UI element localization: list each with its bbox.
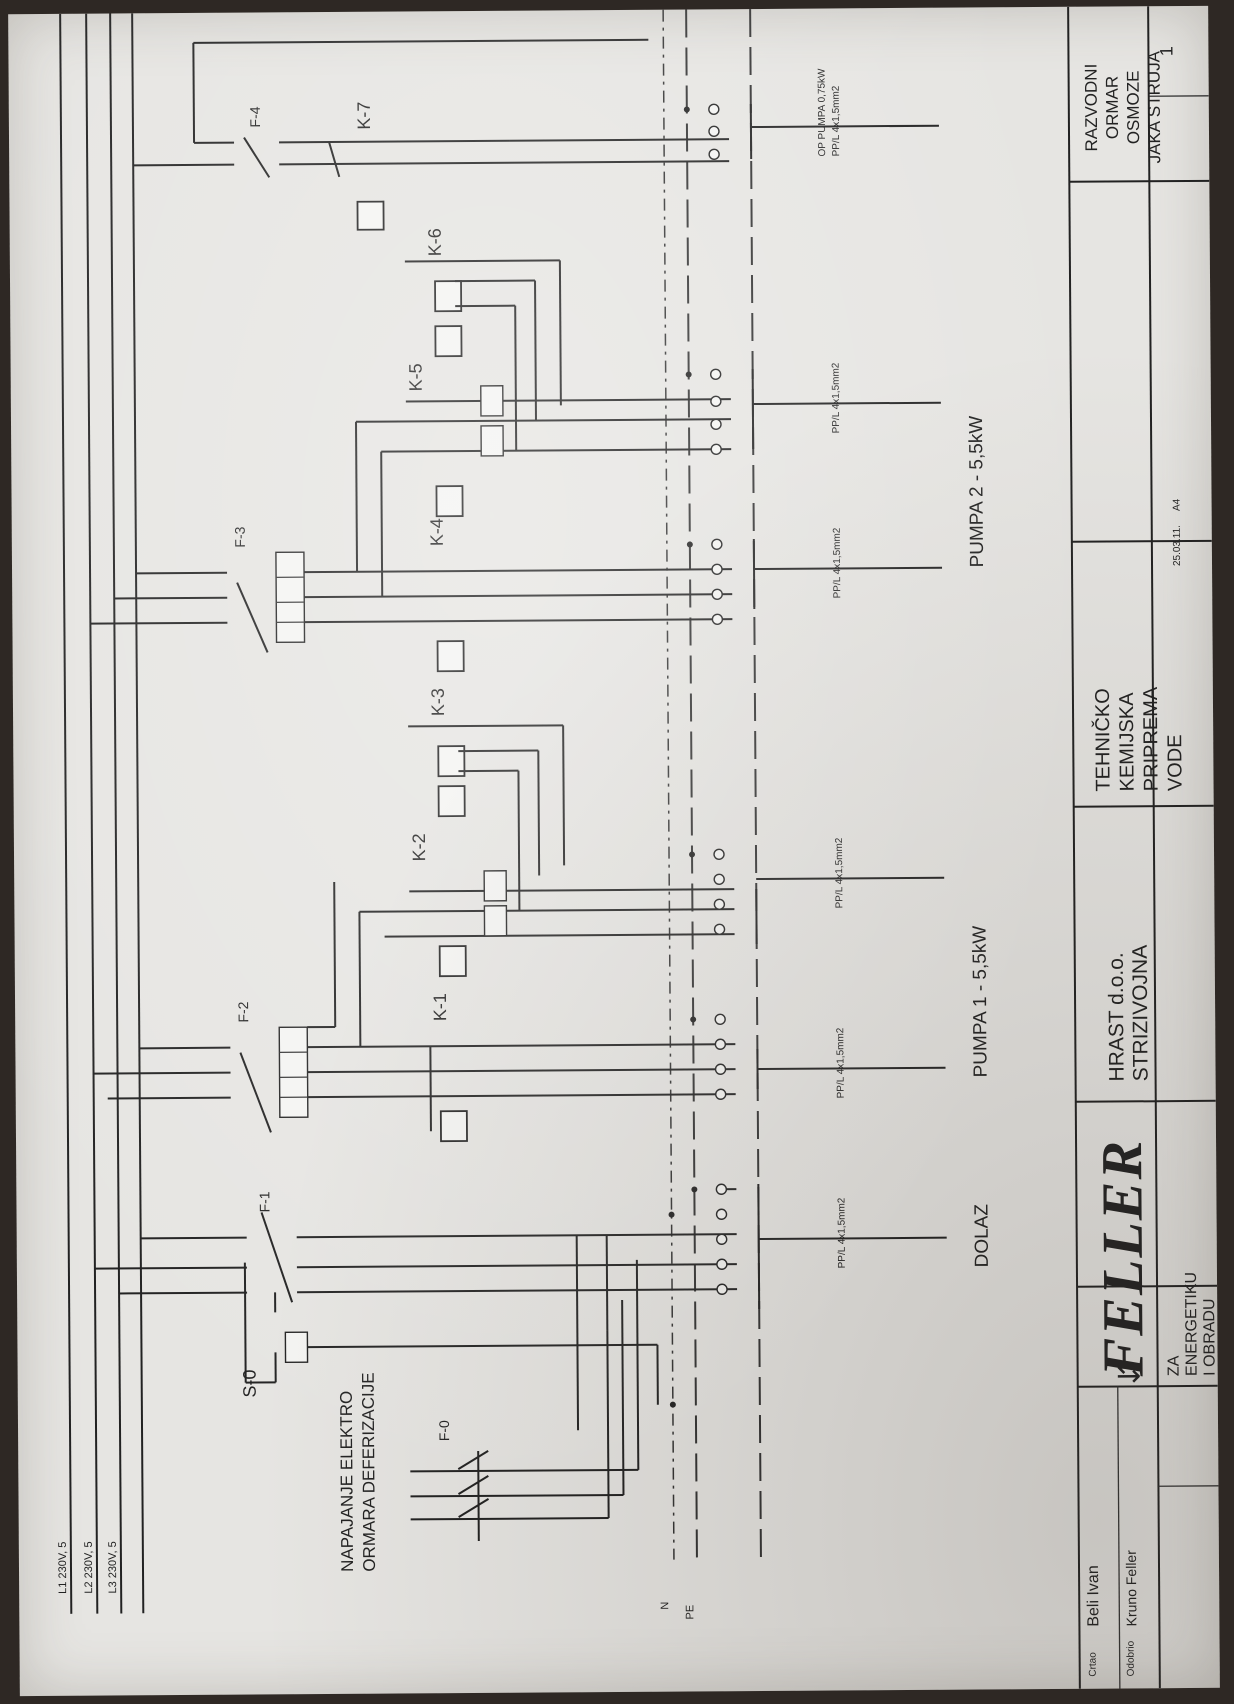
feed-deferization bbox=[410, 1259, 640, 1541]
drawn-by: Beli Ivan bbox=[1084, 1565, 1103, 1627]
switch-s0 bbox=[243, 1262, 659, 1405]
project-title-line1: TEHNIČKO KEMIJSKA bbox=[1091, 688, 1139, 792]
label-k1: K-1 bbox=[429, 993, 451, 1022]
cabinet-boundary bbox=[749, 9, 762, 1559]
label-f2: F-2 bbox=[235, 1001, 252, 1023]
supply-bus bbox=[59, 13, 145, 1614]
format-value: A4 bbox=[1171, 498, 1183, 512]
label-pe: PE bbox=[684, 1604, 697, 1620]
title-block-frame bbox=[1067, 6, 1219, 1689]
sheet-title-line1: RAZVODNI ORMAR bbox=[1081, 63, 1123, 152]
date-value: 25.03.11. bbox=[1171, 525, 1184, 567]
napajanje-line2: ORMARA DEFERIZACIJE bbox=[358, 1372, 380, 1572]
label-f0: F-0 bbox=[435, 1420, 453, 1442]
f1-feed bbox=[94, 1183, 947, 1431]
label-pumpa1: PUMPA 1 - 5,5kW bbox=[969, 925, 992, 1078]
label-f1: F-1 bbox=[256, 1191, 273, 1213]
label-k4: K-4 bbox=[426, 518, 447, 547]
cable-label-op-pumpa: OP PUMPA 0,75kW bbox=[816, 68, 829, 157]
sheet-number: 1 bbox=[1156, 46, 1177, 57]
cable-label-k5: PP/L 4x1,5mm2 bbox=[830, 362, 843, 434]
pe-line bbox=[685, 9, 698, 1560]
label-k7: K-7 bbox=[353, 101, 374, 130]
label-n: N bbox=[659, 1601, 672, 1610]
cable-label-k1: PP/L 4x1,5mm2 bbox=[835, 1027, 847, 1099]
label-k6: K-6 bbox=[424, 228, 445, 257]
label-k5: K-5 bbox=[405, 363, 426, 392]
label-s0: S-0 bbox=[239, 1369, 260, 1398]
label-l3: L3 230V, 5 bbox=[106, 1541, 120, 1594]
cable-label-k4: PP/L 4x1,5mm2 bbox=[831, 527, 844, 599]
project-title-line2: PRIPREMA VODE bbox=[1139, 687, 1187, 792]
napajanje-line1: NAPAJANJE ELEKTRO bbox=[336, 1390, 358, 1572]
napajanje-label: NAPAJANJE ELEKTRO ORMARA DEFERIZACIJE bbox=[336, 1372, 381, 1572]
cable-label-k7: PP/L 4x1,5mm2 bbox=[830, 85, 843, 157]
label-k3: K-3 bbox=[427, 688, 449, 717]
checked-label: Odobrio bbox=[1125, 1640, 1137, 1677]
feller-logo-arrow-icon: ⇵ bbox=[1113, 1359, 1147, 1385]
label-f4: F-4 bbox=[246, 106, 263, 128]
label-f3: F-3 bbox=[231, 526, 248, 548]
label-k2: K-2 bbox=[408, 833, 430, 862]
label-l2: L2 230V, 5 bbox=[82, 1541, 96, 1594]
bus-l3 bbox=[109, 13, 123, 1614]
drawn-label: Crtao bbox=[1087, 1652, 1099, 1677]
schematic-sheet: L1 230V, 5 L2 230V, 5 L3 230V, 5 N PE NA… bbox=[8, 5, 1220, 1697]
sheet-title-line2: OSMOZE bbox=[1123, 70, 1144, 145]
sheet-title-line3: JAKA STRUJA bbox=[1144, 50, 1165, 164]
pumpa1-group bbox=[93, 724, 946, 1143]
bus-l2 bbox=[85, 13, 99, 1614]
bus-n bbox=[131, 13, 145, 1614]
pumpa2-group bbox=[90, 259, 943, 673]
feller-logo: FELLER bbox=[1089, 1138, 1156, 1377]
sheet-title: RAZVODNI ORMAR OSMOZE JAKA STRUJA bbox=[1080, 43, 1165, 172]
project-title: TEHNIČKO KEMIJSKA PRIPREMA VODE bbox=[1091, 669, 1188, 792]
label-l1: L1 230V, 5 bbox=[56, 1541, 70, 1594]
label-dolaz: DOLAZ bbox=[971, 1204, 993, 1268]
checked-by: Kruno Feller bbox=[1122, 1550, 1140, 1627]
bus-l1 bbox=[59, 13, 73, 1614]
neutral-line bbox=[662, 9, 675, 1560]
feller-logo-subtitle: ZA ENERGETIKU I OBRADU VODE bbox=[1165, 1271, 1220, 1377]
cable-label-dolaz: PP/L 4x1,5mm2 bbox=[836, 1197, 848, 1269]
wiring-diagram bbox=[59, 6, 1219, 1689]
cable-label-k2: PP/L 4x1,5mm2 bbox=[833, 837, 846, 909]
label-pumpa2: PUMPA 2 - 5,5kW bbox=[965, 415, 989, 568]
client-name: HRAST d.o.o. STRIZIVOJNA bbox=[1104, 944, 1153, 1082]
terminal-strip bbox=[668, 103, 728, 1408]
k7-group bbox=[133, 38, 939, 231]
